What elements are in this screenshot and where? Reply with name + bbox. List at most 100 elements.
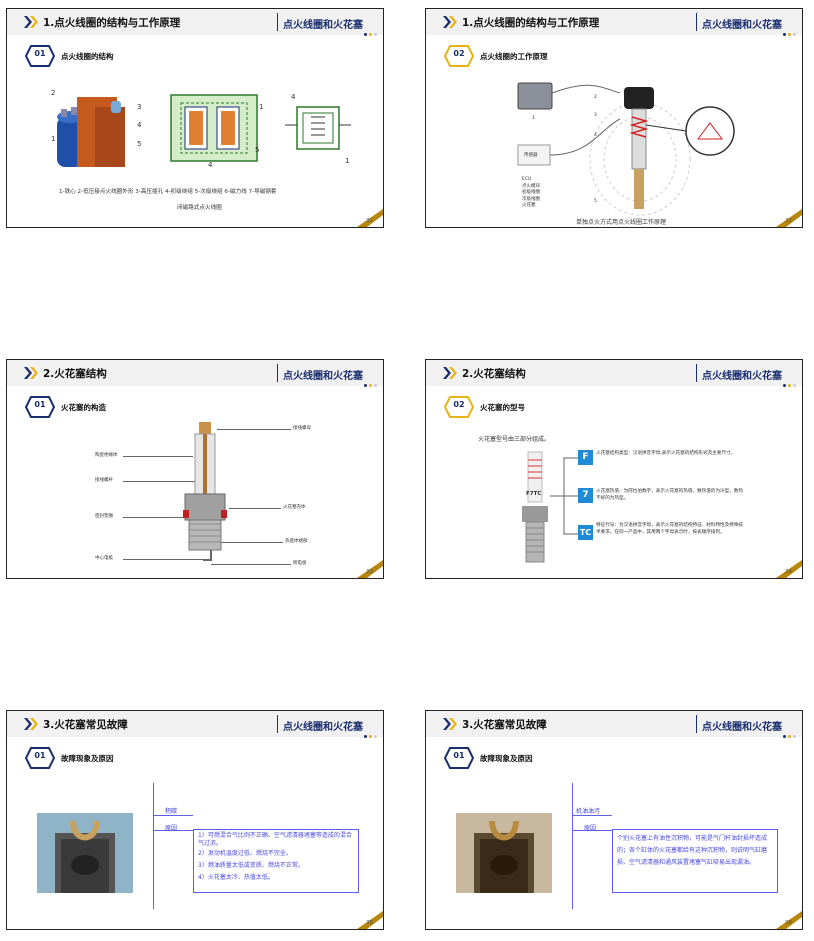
leader-line [221, 542, 283, 543]
symptom-label: 积碳 [165, 808, 178, 815]
timeline-h-line [572, 815, 612, 816]
ignition-system-diagram [517, 82, 735, 216]
section-number: 02 [453, 49, 465, 58]
label-shell: 火花塞壳体 [283, 505, 306, 510]
leader-line [123, 517, 183, 518]
slide-header: 3.火花塞常见故障 点火线圈和火花塞 [426, 711, 802, 738]
brand-text: 点火线圈和火花塞 [283, 371, 363, 382]
label-terminal-stud: 接线螺杆 [95, 478, 113, 483]
section-number: 01 [34, 49, 46, 58]
chevron-icon [24, 367, 38, 379]
symptom-label: 机油油污 [576, 808, 601, 815]
label-skirt: 热座体裙部 [285, 539, 308, 544]
hexagon-badge-icon [25, 747, 55, 769]
section-subtitle: 点火线圈的结构 [61, 52, 114, 61]
dots-icon [783, 723, 798, 742]
slide-header: 1.点火线圈的结构与工作原理 点火线圈和火花塞 [426, 9, 802, 36]
chevron-icon [24, 718, 38, 730]
leader-line [123, 481, 195, 482]
slide-title: 1.点火线圈的结构与工作原理 [462, 17, 600, 29]
brand-divider [277, 13, 278, 31]
sensor-box-label: 传感器 [524, 153, 538, 158]
type-tag-f: F [578, 450, 593, 465]
brand-divider [696, 364, 697, 382]
timeline-h-line [153, 815, 193, 816]
causes-box: 个别火花塞上有油性沉积物，可能是气门杆油封损坏造成的；各个缸体的火花塞都给有这种… [612, 829, 778, 893]
cause-item: 1）可燃混合气比例不正确、空气滤清器堵塞等造成的混合气过浓。 [198, 832, 352, 847]
brand-text: 点火线圈和火花塞 [702, 722, 782, 733]
part-number-5: 5 [137, 140, 142, 148]
section-subtitle: 故障现象及原因 [61, 754, 114, 763]
bracket-lines [550, 457, 578, 535]
slide-title: 3.火花塞常见故障 [43, 719, 128, 731]
hexagon-badge-icon [444, 396, 474, 418]
brand-divider [277, 364, 278, 382]
legend-item: 点火模块 [522, 183, 540, 189]
hexagon-badge-icon [25, 396, 55, 418]
brand-divider [696, 13, 697, 31]
hexagon-badge-icon [25, 45, 55, 67]
part-number-1: 1 [51, 135, 56, 143]
brand-divider [277, 715, 278, 733]
cause-item: 4）火花塞太冷、热值太低。 [198, 874, 274, 881]
part-number-2: 2 [51, 89, 56, 97]
slide-title: 2.火花塞结构 [462, 368, 526, 380]
feature-description: 特征代号：为汉语拼音字母，表示火花塞的结构特征、材料特性及特殊技术要求。在同一产… [596, 523, 744, 535]
chevron-icon [24, 16, 38, 28]
legend-item: ECU [522, 177, 532, 182]
causes-box: 1）可燃混合气比例不正确、空气滤清器堵塞等造成的混合气过浓。 2）发动机温度过低… [193, 829, 359, 893]
slide-title: 3.火花塞常见故障 [462, 719, 547, 731]
marker-3: 3 [594, 113, 597, 118]
figure-caption: 1-铁心 2-低压接点火线圈外形 3-高压插孔 4-初级绕组 5-次级绕组 6-… [59, 189, 277, 195]
intro-text: 火花塞型号由三部分组成。 [478, 436, 551, 443]
page-number: 35 [366, 920, 373, 926]
marker-5: 5 [594, 199, 597, 204]
slide-33[interactable]: 2.火花塞结构 点火线圈和火花塞 01 火花塞的构造 陶瓷绝缘体 接线螺杆 密封… [6, 359, 384, 579]
page-number: 33 [366, 569, 373, 575]
hexagon-badge-icon [444, 747, 474, 769]
spark-plug-cutaway-illustration [183, 422, 227, 561]
figure-caption: 单独点火方式用点火线圈工作原理 [576, 219, 667, 226]
slide-title: 2.火花塞结构 [43, 368, 107, 380]
section-number: 01 [34, 400, 46, 409]
timeline-vertical-line [572, 783, 573, 909]
brand-divider [696, 715, 697, 733]
slide-header: 1.点火线圈的结构与工作原理 点火线圈和火花塞 [7, 9, 383, 36]
brand-text: 点火线圈和火花塞 [702, 371, 782, 382]
part-number-4b: 4 [208, 161, 213, 169]
label-insulator: 陶瓷绝缘体 [95, 453, 118, 458]
leader-line [217, 429, 291, 430]
label-side-electrode: 侧电极 [293, 561, 307, 566]
cause-item: 3）燃油质量太低或变质、燃烧不正常。 [198, 862, 304, 869]
corner-ornament-icon [776, 911, 802, 929]
fouled-spark-plug-photo [37, 813, 133, 893]
heat-value-tag: 7 [578, 488, 593, 503]
part-number-4c: 4 [291, 93, 296, 101]
figure-subcaption: 闭磁路式点火线圈 [177, 205, 222, 211]
part-number-5b: 5 [255, 146, 260, 154]
section-subtitle: 故障现象及原因 [480, 754, 533, 763]
slide-31[interactable]: 1.点火线圈的结构与工作原理 点火线圈和火花塞 01 点火线圈的结构 2 1 3… [6, 8, 384, 228]
leader-line [229, 508, 281, 509]
cause-item: 2）发动机温度过低、燃烧不完全。 [198, 850, 292, 857]
timeline-h-line [153, 830, 193, 831]
label-gasket: 密封垫圈 [95, 514, 113, 519]
corner-ornament-icon [776, 560, 802, 578]
brand-text: 点火线圈和火花塞 [702, 20, 782, 31]
plug-code-label: F7TC [526, 491, 542, 497]
slide-32[interactable]: 1.点火线圈的结构与工作原理 点火线圈和火花塞 02 点火线圈的工作原理 传感器… [425, 8, 803, 228]
legend-item: 次级线圈 [522, 196, 540, 202]
leader-line [211, 564, 291, 565]
brand-text: 点火线圈和火花塞 [283, 722, 363, 733]
chevron-icon [443, 16, 457, 28]
slide-36[interactable]: 3.火花塞常见故障 点火线圈和火花塞 01 故障现象及原因 机油油污 原因 个别… [425, 710, 803, 930]
brand-text: 点火线圈和火花塞 [283, 20, 363, 31]
section-subtitle: 火花塞的构造 [61, 403, 106, 412]
dots-icon [364, 372, 379, 391]
slide-header: 3.火花塞常见故障 点火线圈和火花塞 [7, 711, 383, 738]
slide-34[interactable]: 2.火花塞结构 点火线圈和火花塞 02 火花塞的型号 火花塞型号由三部分组成。 … [425, 359, 803, 579]
dots-icon [364, 723, 379, 742]
page-number: 31 [366, 218, 373, 224]
slide-35[interactable]: 3.火花塞常见故障 点火线圈和火花塞 01 故障现象及原因 积碳 原因 1）可燃… [6, 710, 384, 930]
section-number: 01 [453, 751, 465, 760]
